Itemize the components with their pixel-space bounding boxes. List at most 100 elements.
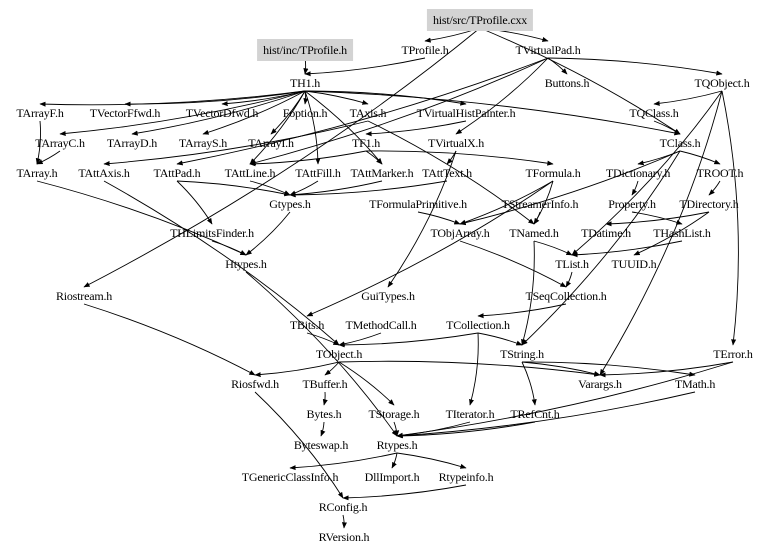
node-rconfig-h[interactable]: RConfig.h	[318, 500, 368, 514]
edge-trefcnt-h-to-rtypes-h	[396, 421, 536, 439]
node-tstring-h[interactable]: TString.h	[500, 347, 544, 361]
node-tarrays-h[interactable]: TArrayS.h	[178, 136, 228, 150]
node-tf1-h[interactable]: TF1.h	[351, 136, 381, 150]
node-foption-h[interactable]: Foption.h	[282, 106, 328, 120]
node-tclass-h[interactable]: TClass.h	[659, 136, 701, 150]
node-tmethodcall-h[interactable]: TMethodCall.h	[345, 318, 417, 332]
node-tqclass-h[interactable]: TQClass.h	[629, 106, 679, 120]
edge-tvirtualhistpainter-h-to-tf1-h	[365, 120, 467, 137]
edge-tvirtualpad-h-to-tqobject-h	[547, 57, 723, 76]
node-tgenericclassinfo-h[interactable]: TGenericClassInfo.h	[241, 470, 339, 484]
node-titerator-h[interactable]: TIterator.h	[445, 407, 495, 421]
node-riosfwd-h[interactable]: Riosfwd.h	[231, 377, 279, 391]
node-tvirtualpad-h[interactable]: TVirtualPad.h	[515, 43, 581, 57]
edge-tattpad-h-to-thlimitsfinder-h	[176, 180, 213, 225]
node-trefcnt-h[interactable]: TRefCnt.h	[510, 407, 560, 421]
node-rtypeinfo-h[interactable]: Rtypeinfo.h	[438, 470, 494, 484]
edge-th1-h-to-tattmarker-h	[304, 90, 383, 165]
node-varargs-h[interactable]: Varargs.h	[578, 377, 622, 391]
node-tstreamerinfo-h[interactable]: TStreamerInfo.h	[501, 197, 579, 211]
node-tformulaprimitive-h[interactable]: TFormulaPrimitive.h	[369, 197, 467, 211]
node-tattmarker-h[interactable]: TAttMarker.h	[350, 166, 414, 180]
edge-tseqcollection-h-to-tcollection-h	[477, 303, 567, 319]
node-gtypes-h[interactable]: Gtypes.h	[269, 197, 311, 211]
edge-tattaxis-h-to-tobject-h	[103, 180, 340, 346]
node-tstorage-h[interactable]: TStorage.h	[368, 407, 420, 421]
node-rversion-h[interactable]: RVersion.h	[318, 530, 370, 544]
node-riostream-h[interactable]: Riostream.h	[55, 289, 113, 303]
node-tvectorffwd-h[interactable]: TVectorFfwd.h	[89, 106, 161, 120]
node-tqobject-h[interactable]: TQObject.h	[694, 76, 750, 90]
node-troot-h[interactable]: TROOT.h	[696, 166, 744, 180]
node-tattaxis-h[interactable]: TAttAxis.h	[78, 166, 130, 180]
node-tarrayc-h[interactable]: TArrayC.h	[35, 136, 85, 150]
edge-terror-h-to-varargs-h	[599, 361, 734, 378]
edge-tf1-h-to-tformula-h	[365, 150, 554, 166]
edge-tstring-h-to-trefcnt-h	[521, 361, 537, 406]
edge-tstring-h-to-tmath-h	[521, 361, 696, 377]
node-tbits-h[interactable]: TBits.h	[289, 318, 325, 332]
node-tcollection-h[interactable]: TCollection.h	[446, 318, 510, 332]
node-hist-src-tprofile-cxx[interactable]: hist/src/TProfile.cxx	[426, 9, 534, 31]
node-property-h[interactable]: Property.h	[608, 197, 656, 211]
edge-tstring-h-to-varargs-h	[521, 361, 601, 377]
edge-terror-h-to-rtypes-h	[396, 361, 734, 438]
node-tarray-h[interactable]: TArray.h	[16, 166, 58, 180]
node-tdirectory-h[interactable]: TDirectory.h	[679, 197, 739, 211]
node-tarrayf-h[interactable]: TArrayF.h	[16, 106, 64, 120]
node-tobjarray-h[interactable]: TObjArray.h	[430, 226, 490, 240]
edge-th1-h-to-tvirtualhistpainter-h	[304, 90, 467, 106]
edge-tqobject-h-to-tlist-h	[571, 90, 723, 256]
edge-th1-h-to-tattline-h	[249, 90, 306, 165]
node-taxis-h[interactable]: TAxis.h	[349, 106, 387, 120]
node-tvirtualhistpainter-h[interactable]: TVirtualHistPainter.h	[416, 106, 516, 120]
node-tdictionary-h[interactable]: TDictionary.h	[605, 166, 671, 180]
node-htypes-h[interactable]: Htypes.h	[225, 257, 267, 271]
node-tprofile-h[interactable]: TProfile.h	[401, 43, 449, 57]
node-tarrayi-h[interactable]: TArrayI.h	[248, 136, 294, 150]
node-thlimitsfinder-h[interactable]: THLimitsFinder.h	[170, 226, 254, 240]
edge-rconfig-h-to-rversion-h	[341, 514, 347, 529]
node-bytes-h[interactable]: Bytes.h	[306, 407, 342, 421]
edge-tformula-h-to-tbits-h	[306, 180, 554, 317]
node-tformula-h[interactable]: TFormula.h	[525, 166, 581, 180]
node-tattfill-h[interactable]: TAttFill.h	[295, 166, 341, 180]
edge-tclass-h-to-tobjarray-h	[459, 150, 681, 226]
node-rtypes-h[interactable]: Rtypes.h	[376, 438, 418, 452]
node-tlist-h[interactable]: TList.h	[555, 257, 589, 271]
edge-taxis-h-to-tattaxis-h	[103, 120, 369, 167]
edge-rtypes-h-to-dllimport-h	[391, 452, 398, 469]
node-tbuffer-h[interactable]: TBuffer.h	[302, 377, 348, 391]
edge-tobject-h-to-riosfwd-h	[254, 361, 340, 378]
node-byteswap-h[interactable]: Byteswap.h	[293, 438, 349, 452]
node-th1-h[interactable]: TH1.h	[290, 76, 320, 90]
node-terror-h[interactable]: TError.h	[713, 347, 753, 361]
edge-tattmarker-h-to-gtypes-h	[289, 180, 383, 198]
node-tmath-h[interactable]: TMath.h	[674, 377, 716, 391]
node-buttons-h[interactable]: Buttons.h	[544, 76, 590, 90]
edge-titerator-h-to-rtypes-h	[396, 421, 471, 438]
edge-tattpad-h-to-gtypes-h	[176, 180, 291, 197]
node-tatttext-h[interactable]: TAttText.h	[422, 166, 472, 180]
node-tuuid-h[interactable]: TUUID.h	[611, 257, 657, 271]
node-tnamed-h[interactable]: TNamed.h	[509, 226, 559, 240]
node-tdatime-h[interactable]: TDatime.h	[581, 226, 631, 240]
node-guitypes-h[interactable]: GuiTypes.h	[361, 289, 415, 303]
node-tvectordfwd-h[interactable]: TVectorDfwd.h	[185, 106, 259, 120]
node-tarrayd-h[interactable]: TArrayD.h	[106, 136, 158, 150]
node-tattpad-h[interactable]: TAttPad.h	[153, 166, 201, 180]
edge-tvirtualx-h-to-guitypes-h	[387, 150, 457, 288]
edge-tcollection-h-to-tstring-h	[477, 332, 523, 346]
node-tseqcollection-h[interactable]: TSeqCollection.h	[525, 289, 607, 303]
edge-tnamed-h-to-tstring-h	[521, 240, 535, 346]
node-tobject-h[interactable]: TObject.h	[315, 347, 363, 361]
node-dllimport-h[interactable]: DllImport.h	[364, 470, 420, 484]
node-tvirtualx-h[interactable]: TVirtualX.h	[427, 136, 485, 150]
edge-tdictionary-h-to-property-h	[631, 180, 639, 196]
edge-tqobject-h-to-terror-h	[721, 90, 739, 346]
node-tattline-h[interactable]: TAttLine.h	[224, 166, 276, 180]
node-hist-inc-tprofile-h[interactable]: hist/inc/TProfile.h	[257, 39, 353, 61]
node-thashlist-h[interactable]: THashList.h	[653, 226, 711, 240]
edge-tprofile-cxx-to-tclass-h	[479, 27, 681, 135]
